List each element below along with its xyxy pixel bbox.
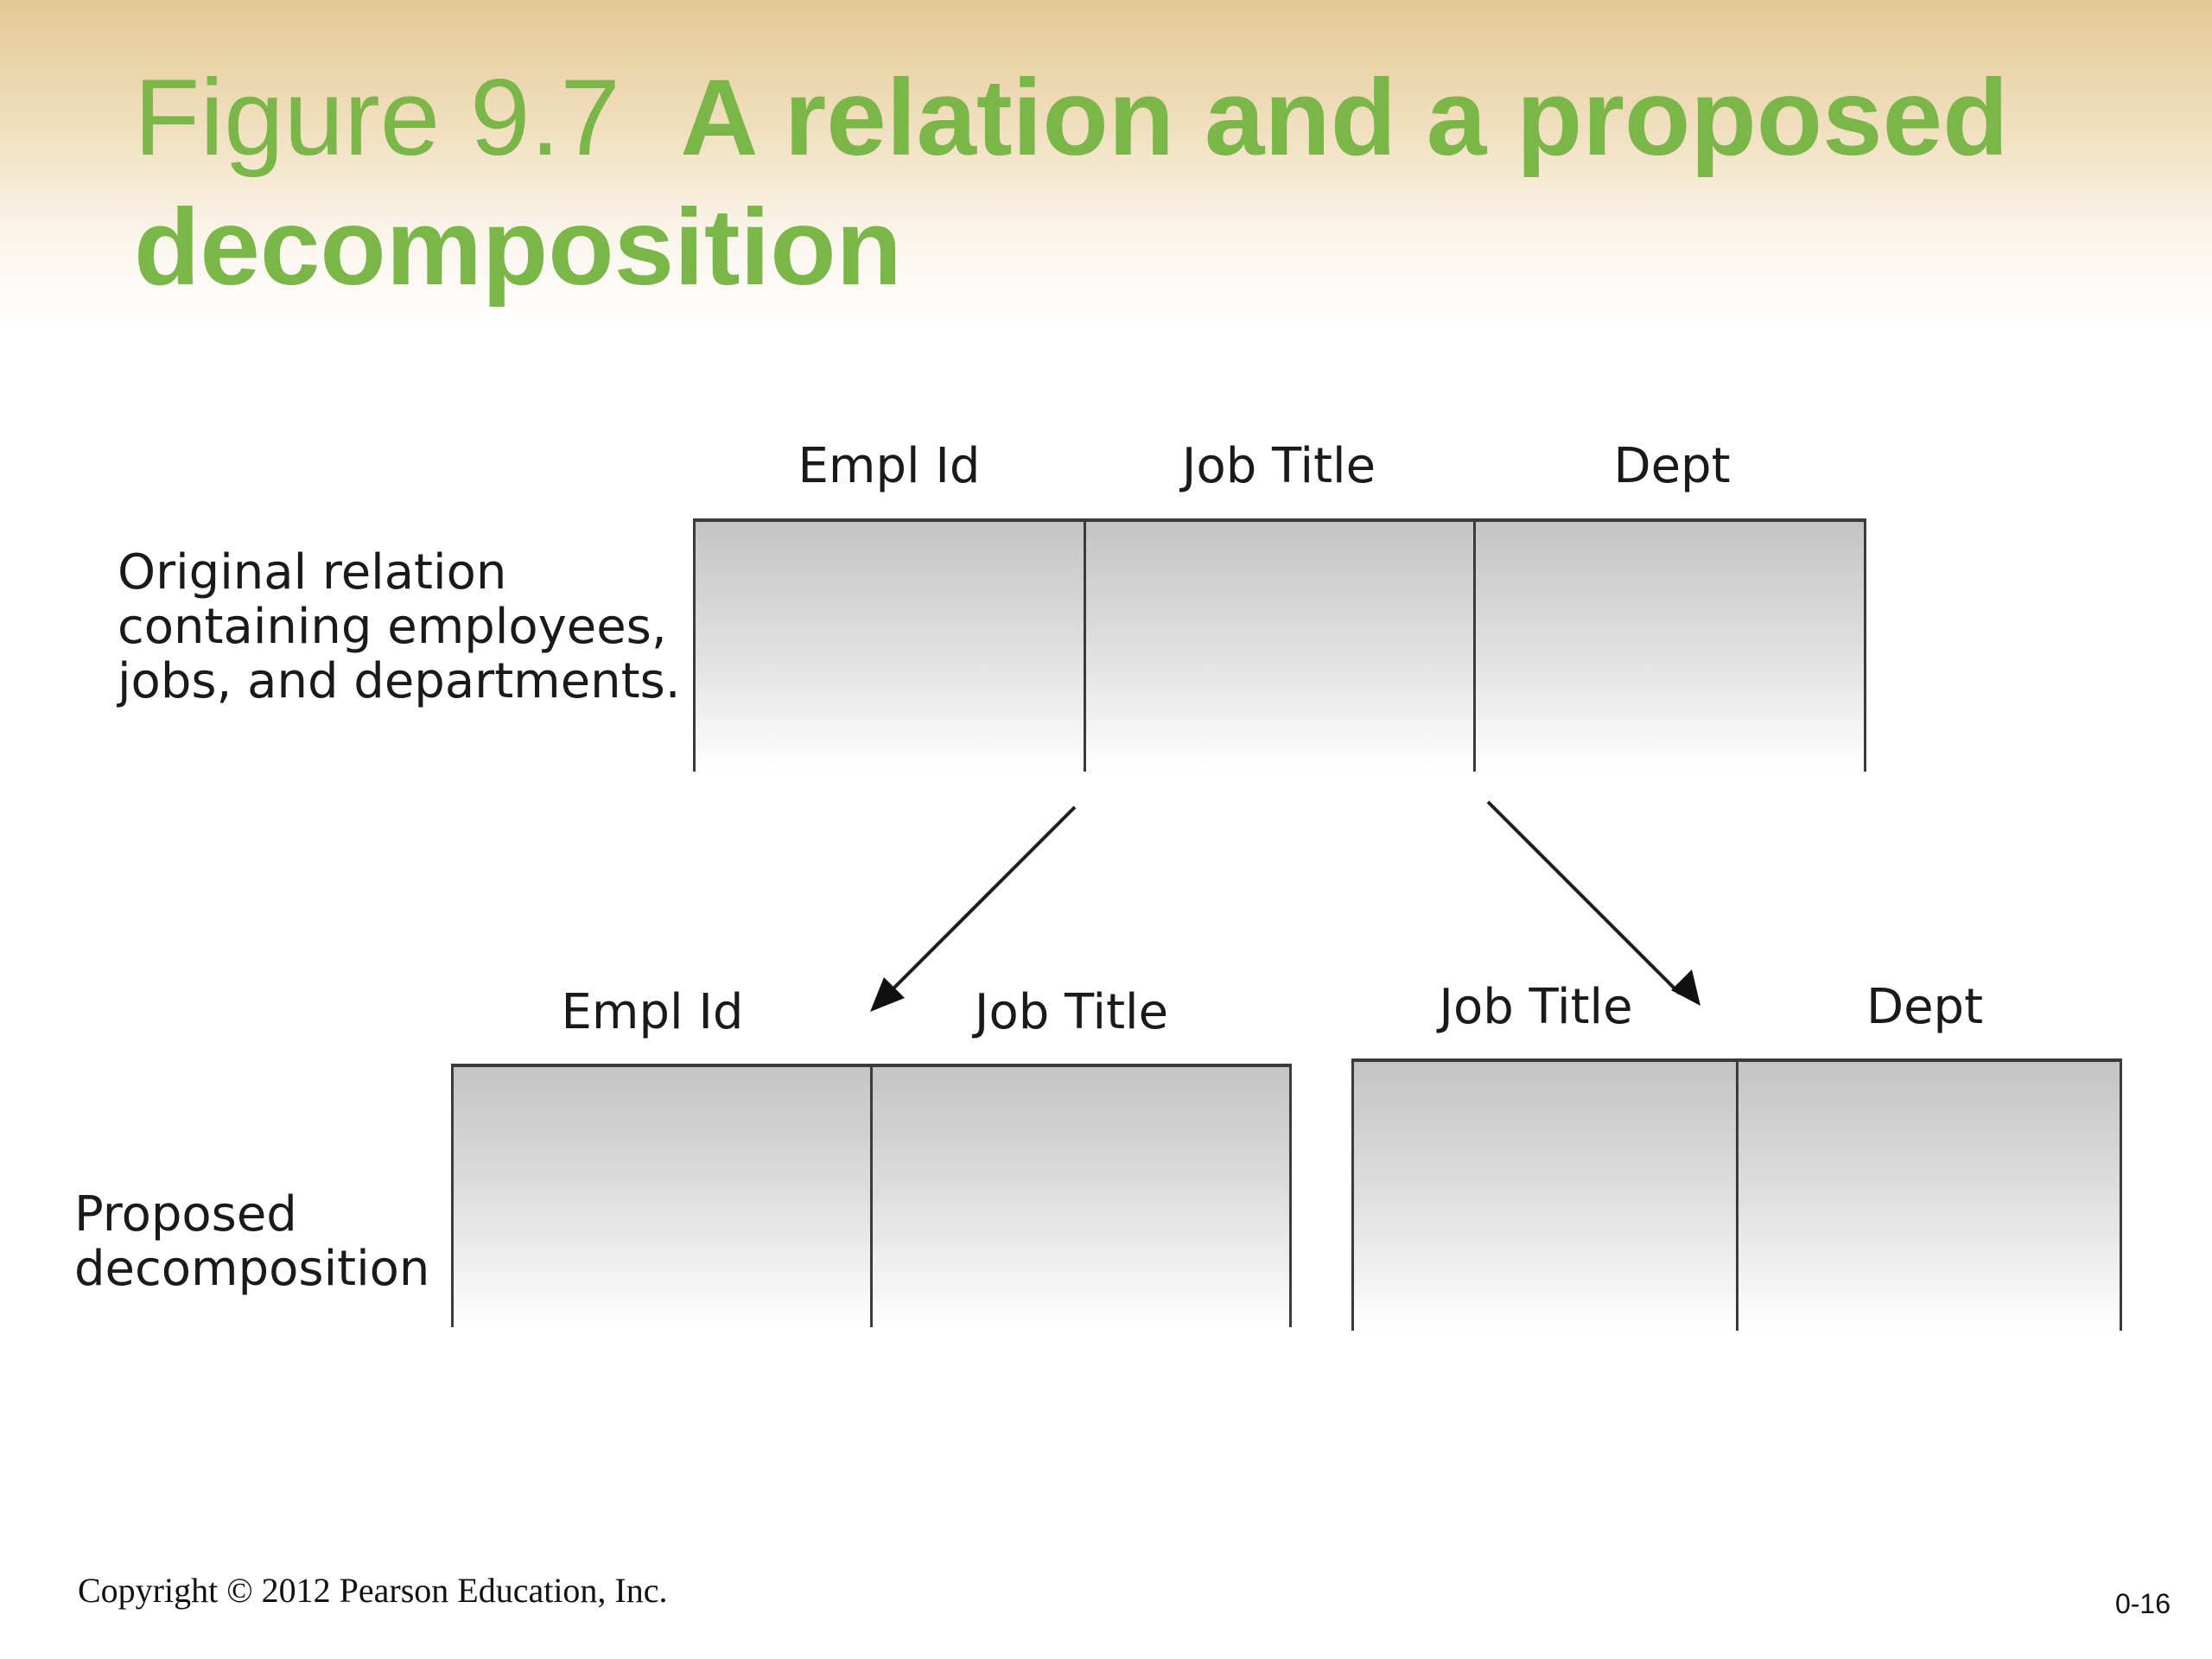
original-col-dept: Dept <box>1613 438 1731 494</box>
original-relation-label: Original relation containing employees, … <box>118 545 681 709</box>
left-col-job-title: Job Title <box>974 984 1169 1040</box>
left-cell-empl-id <box>451 1067 870 1327</box>
right-cell-job-title <box>1351 1062 1736 1331</box>
original-label-line-1: Original relation <box>118 544 507 601</box>
proposed-label-line-1: Proposed <box>74 1186 297 1243</box>
slide-number: 0-16 <box>2114 1588 2171 1619</box>
original-cell-job-title <box>1083 522 1474 772</box>
left-cell-job-title <box>870 1067 1292 1327</box>
left-col-empl-id: Empl Id <box>561 984 744 1040</box>
figure-number: Figure 9.7 <box>134 58 620 178</box>
arrow-left-head <box>870 977 905 1012</box>
right-decomposed-table <box>1351 1058 2122 1331</box>
original-col-job-title: Job Title <box>1181 438 1376 494</box>
proposed-label-line-2: decomposition <box>74 1241 430 1297</box>
left-decomposed-table <box>451 1064 1292 1327</box>
figure-title: A relation and a proposed decomposition <box>134 58 2009 308</box>
right-cell-dept <box>1735 1062 2122 1331</box>
header-band <box>0 0 2212 328</box>
copyright-notice: Copyright © 2012 Pearson Education, Inc. <box>78 1571 668 1610</box>
right-col-job-title: Job Title <box>1439 979 1633 1035</box>
proposed-decomposition-label: Proposed decomposition <box>74 1187 429 1296</box>
arrow-left <box>887 805 1077 995</box>
right-col-dept: Dept <box>1866 979 1984 1035</box>
original-relation-table <box>693 518 1867 772</box>
original-col-empl-id: Empl Id <box>798 438 981 494</box>
arrow-right-head <box>1671 969 1700 1006</box>
original-cell-empl-id <box>693 522 1084 772</box>
arrow-right <box>1486 800 1681 995</box>
original-cell-dept <box>1473 522 1867 772</box>
original-label-line-2: containing employees, <box>118 599 667 655</box>
original-label-line-3: jobs, and departments. <box>118 653 681 709</box>
slide-title: Figure 9.7 A relation and a proposed dec… <box>134 54 2121 313</box>
